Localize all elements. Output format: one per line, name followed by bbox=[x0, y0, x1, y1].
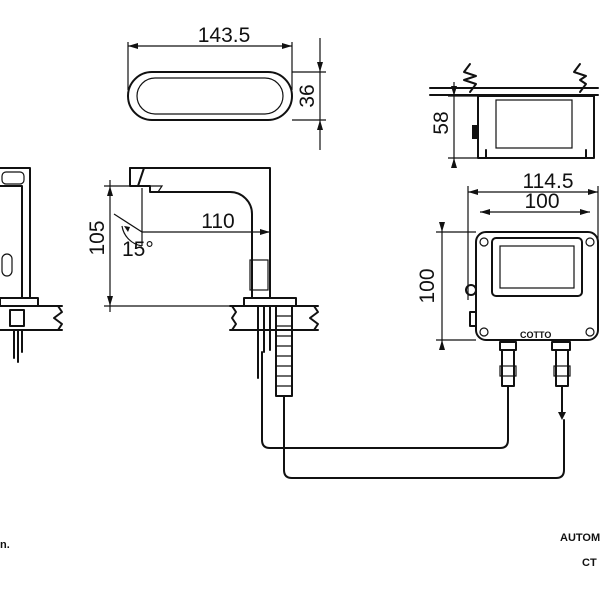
dim-spout-reach: 110 bbox=[201, 210, 234, 233]
title-line-1: AUTOM bbox=[560, 532, 600, 544]
dim-box-height: 100 bbox=[416, 268, 439, 303]
faucet-side-view: 105 110 15° bbox=[86, 167, 565, 479]
box-side-view: 58 bbox=[429, 63, 599, 168]
title-line-2: CT bbox=[582, 557, 597, 569]
faucet-front-view bbox=[0, 167, 63, 363]
box-front-view: 114.5 100 COTTO 100 bbox=[416, 170, 599, 420]
dim-spout-height: 105 bbox=[86, 220, 109, 255]
dim-box-inner-width: 100 bbox=[524, 190, 559, 213]
brand-label: COTTO bbox=[520, 330, 551, 340]
dim-spout-angle: 15° bbox=[122, 238, 154, 261]
dim-box-outer-width: 114.5 bbox=[523, 170, 574, 193]
top-view: 143.5 36 bbox=[127, 24, 326, 150]
dim-top-height: 36 bbox=[296, 84, 319, 107]
dim-top-length: 143.5 bbox=[198, 24, 251, 47]
note-left: n. bbox=[0, 539, 10, 551]
dim-box-side-height: 58 bbox=[430, 111, 453, 134]
